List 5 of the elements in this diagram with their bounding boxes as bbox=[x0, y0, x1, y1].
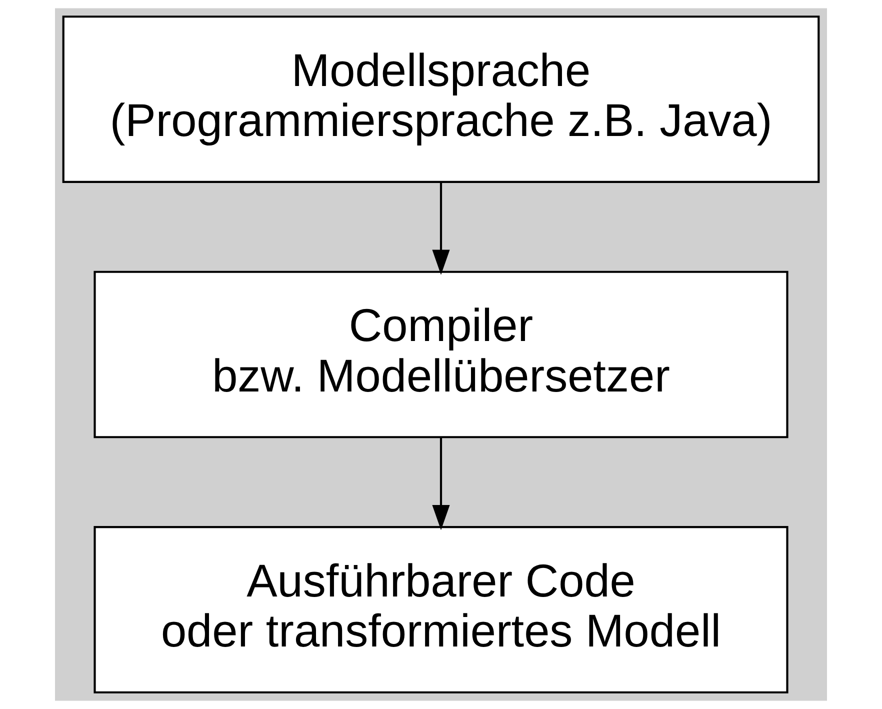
node-box: Compiler bzw. Modellübersetzer bbox=[94, 270, 788, 438]
node-box: Ausführbarer Code oder transformiertes Modell bbox=[94, 526, 788, 694]
node-box: Modellsprache (Programmiersprache z.B. Java) bbox=[62, 16, 820, 183]
arrow bbox=[432, 182, 450, 275]
arrow bbox=[432, 437, 450, 530]
